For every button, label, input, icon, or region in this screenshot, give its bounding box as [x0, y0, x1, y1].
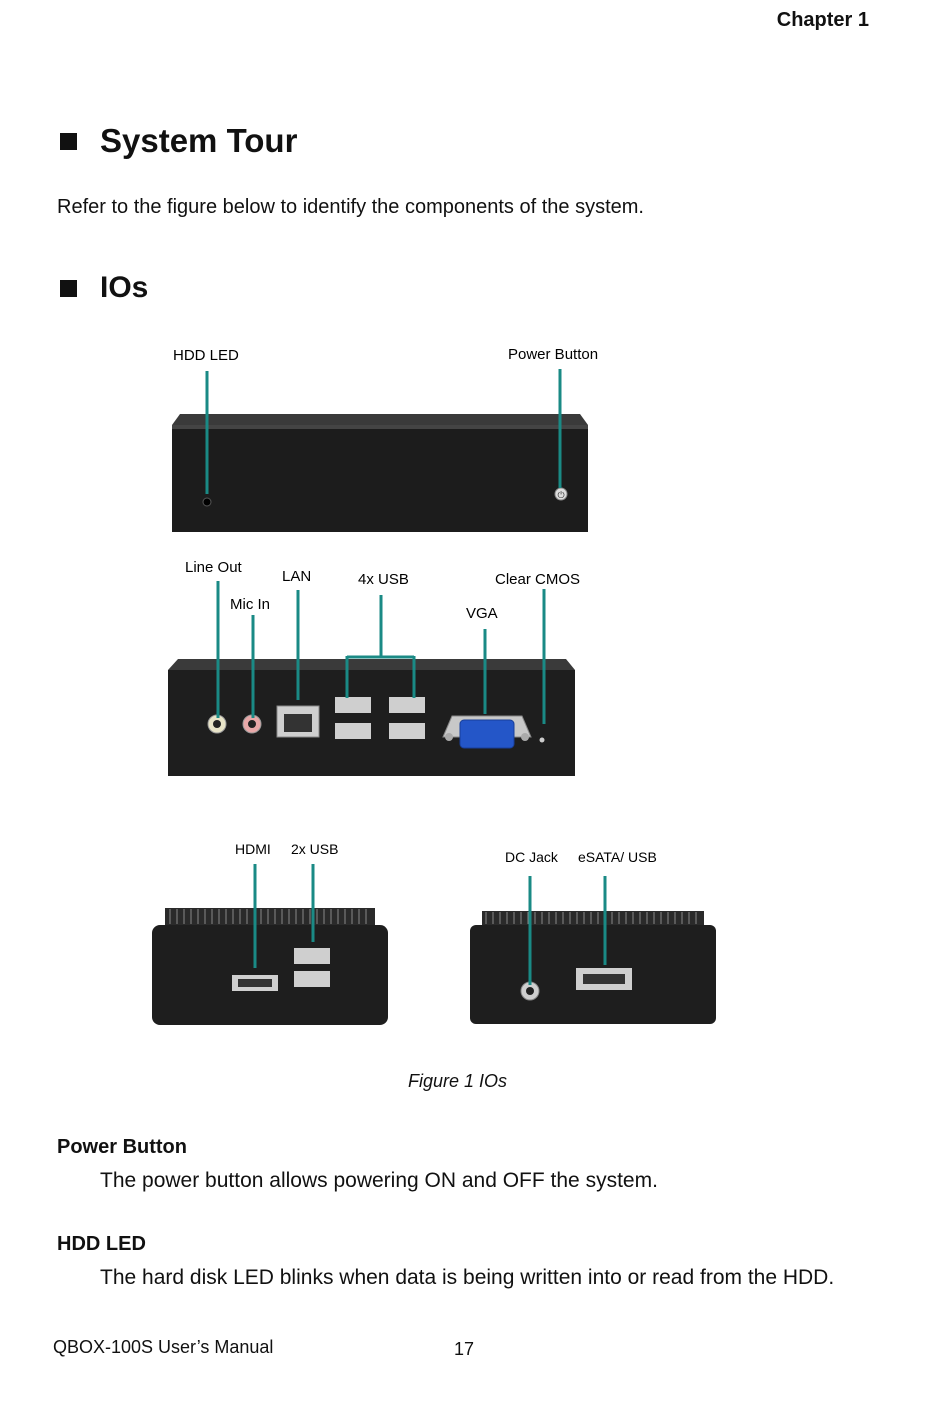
label-power-button: Power Button: [508, 346, 598, 363]
clear-cmos-button: [539, 737, 545, 743]
label-hdmi: HDMI: [235, 841, 271, 857]
usb-port: [389, 723, 425, 739]
left-side-image: [152, 908, 388, 1025]
right-side-image: [470, 911, 716, 1024]
rear-panel-image: [168, 659, 575, 776]
label-hdd-led: HDD LED: [173, 347, 239, 364]
usb-port: [294, 948, 330, 964]
hdd-led-indicator: [202, 497, 212, 507]
usb-port: [335, 697, 371, 713]
power-button-description: The power button allows powering ON and …: [100, 1169, 658, 1192]
svg-text:⏻: ⏻: [557, 490, 564, 500]
hdd-led-heading: HDD LED: [57, 1233, 146, 1255]
hdd-led-description: The hard disk LED blinks when data is be…: [100, 1266, 835, 1289]
label-dc-jack: DC Jack: [505, 849, 559, 865]
front-panel-image: ⏻: [172, 414, 588, 532]
section-title-ios: IOs: [100, 271, 149, 304]
label-line-out: Line Out: [185, 559, 243, 576]
manual-title: QBOX-100S User’s Manual: [53, 1337, 274, 1357]
intro-paragraph: Refer to the figure below to identify th…: [57, 196, 644, 218]
io-figure: ⏻ HDD LED Power Button Line O: [152, 346, 716, 1025]
label-vga: VGA: [466, 605, 498, 622]
label-lan: LAN: [282, 568, 311, 585]
label-mic-in: Mic In: [230, 596, 270, 613]
label-2x-usb: 2x USB: [291, 841, 338, 857]
usb-port: [294, 971, 330, 987]
section-bullet: [60, 133, 77, 150]
label-esata-usb: eSATA/ USB: [578, 849, 657, 865]
power-button-heading: Power Button: [57, 1136, 187, 1158]
section-bullet: [60, 280, 77, 297]
label-clear-cmos: Clear CMOS: [495, 571, 580, 588]
chapter-header: Chapter 1: [776, 9, 869, 31]
usb-port: [389, 697, 425, 713]
page-number: 17: [454, 1339, 475, 1359]
usb-port: [335, 723, 371, 739]
figure-caption: Figure 1 IOs: [408, 1071, 508, 1091]
label-4x-usb: 4x USB: [358, 571, 409, 588]
section-title-system-tour: System Tour: [100, 122, 298, 159]
